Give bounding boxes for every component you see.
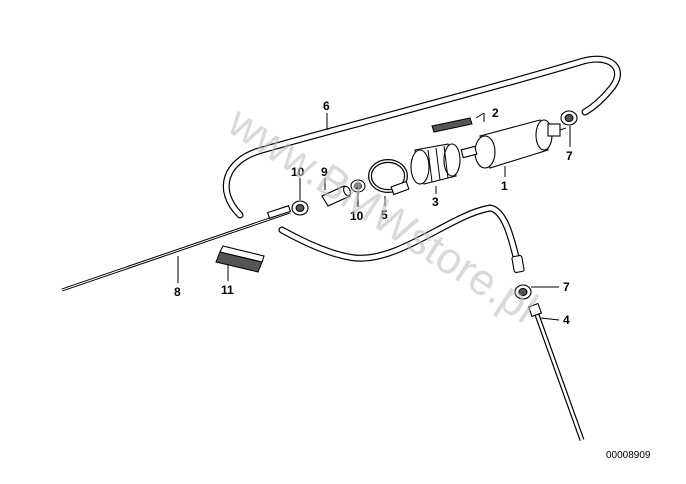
rod-8[interactable] (61, 205, 292, 292)
callout-7-upper: 7 (566, 149, 573, 163)
callout-6: 6 (323, 99, 330, 113)
callout-10-right: 10 (350, 209, 364, 223)
bracket-2[interactable] (431, 117, 473, 133)
tube-9[interactable] (321, 185, 352, 207)
clamp-10-left[interactable] (291, 200, 309, 216)
callout-7-lower: 7 (563, 280, 570, 294)
callout-4: 4 (563, 313, 570, 327)
clamp-5[interactable] (368, 159, 410, 196)
clamp-7-lower[interactable] (514, 284, 532, 300)
reference-number: 00008909 (606, 450, 651, 461)
callout-10-left: 10 (291, 165, 305, 179)
hose-lower[interactable] (278, 204, 525, 273)
callout-8: 8 (174, 285, 181, 299)
callout-1: 1 (501, 179, 508, 193)
hose-6[interactable] (222, 55, 621, 219)
callout-5: 5 (381, 208, 388, 222)
callout-11: 11 (221, 283, 234, 297)
sleeve-3[interactable] (410, 143, 461, 185)
connector-11[interactable] (215, 245, 265, 273)
leader-lines (177, 112, 571, 321)
pipe-4[interactable] (527, 302, 585, 441)
callout-3: 3 (432, 195, 439, 209)
callouts: 6 2 1 3 5 9 10 10 7 7 4 8 11 (174, 99, 573, 327)
callout-2: 2 (492, 106, 499, 120)
callout-9: 9 (321, 165, 328, 179)
pump-1[interactable] (460, 119, 567, 169)
clamp-7-upper[interactable] (560, 110, 578, 126)
clamp-10-right[interactable] (350, 179, 366, 193)
